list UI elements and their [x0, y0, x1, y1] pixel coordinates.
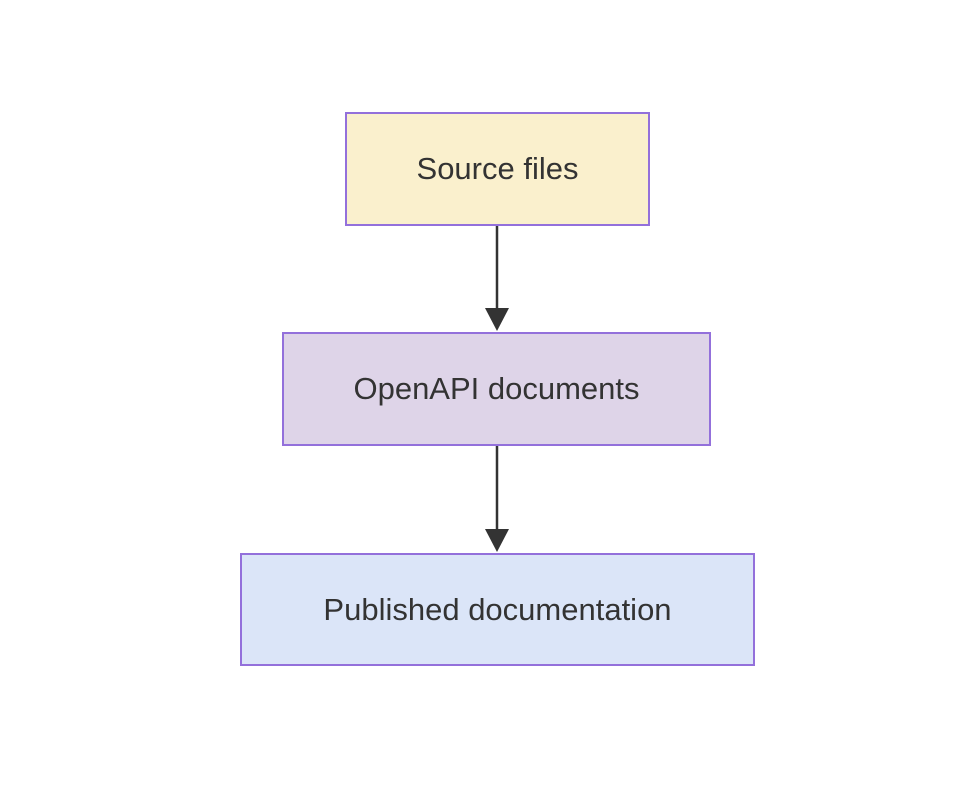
- node-source-files: Source files: [345, 112, 650, 226]
- edge-source-to-openapi: [485, 226, 509, 331]
- node-source-files-label: Source files: [416, 151, 579, 187]
- arrowhead-down-1: [485, 308, 509, 331]
- node-openapi-documents: OpenAPI documents: [282, 332, 711, 446]
- node-published-documentation: Published documentation: [240, 553, 755, 666]
- arrowhead-down-2: [485, 529, 509, 552]
- node-openapi-documents-label: OpenAPI documents: [353, 371, 640, 407]
- edge-openapi-to-published: [485, 446, 509, 552]
- node-published-documentation-label: Published documentation: [323, 591, 672, 627]
